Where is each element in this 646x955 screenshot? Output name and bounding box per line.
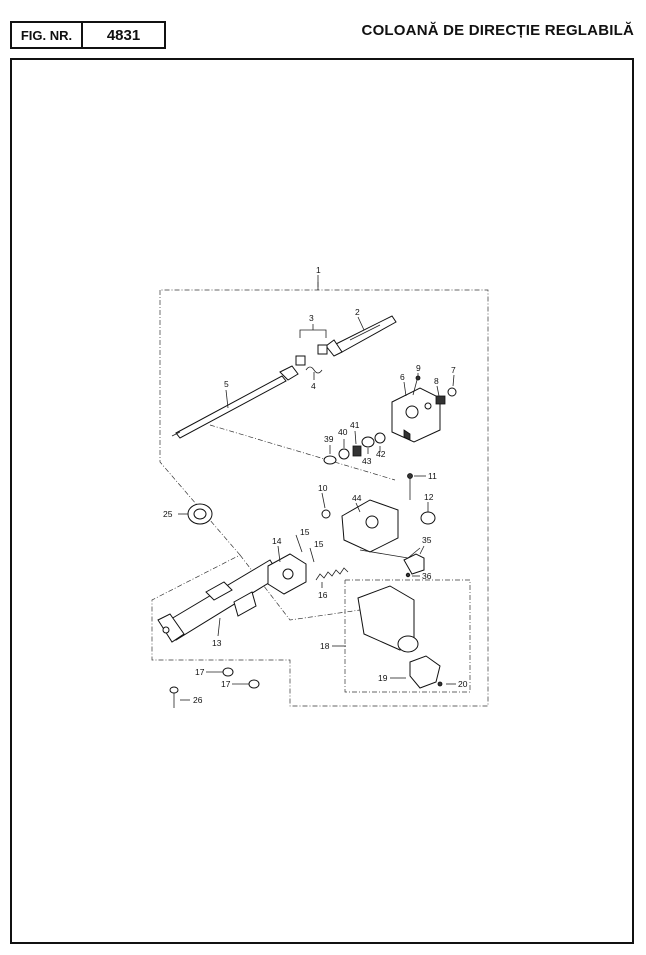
fig-number: 4831	[81, 21, 166, 49]
callout-18: 18	[320, 641, 330, 651]
callout-20: 20	[458, 679, 468, 689]
callout-39: 39	[324, 434, 334, 444]
steering-shaft-part	[171, 365, 299, 439]
callout-26: 26	[193, 695, 203, 705]
spring-part	[315, 567, 349, 581]
callout-11: 11	[428, 471, 437, 481]
callout-40: 40	[338, 427, 348, 437]
callout-10: 10	[318, 483, 328, 493]
callout-9: 9	[416, 363, 421, 373]
callout-13: 13	[212, 638, 222, 648]
page-title: COLOANĂ DE DIRECȚIE REGLABILĂ	[361, 22, 634, 39]
callout-36: 36	[422, 571, 432, 581]
callout-15b: 15	[314, 539, 324, 549]
tilt-bracket-part	[267, 553, 307, 595]
callout-41: 41	[350, 420, 360, 430]
callout-25: 25	[163, 509, 173, 519]
ignition-lock-housing	[357, 585, 443, 689]
callout-43: 43	[362, 456, 372, 466]
diagram-frame	[10, 58, 634, 944]
callout-19: 19	[378, 673, 388, 683]
fig-number-text: 4831	[106, 26, 141, 44]
column-jacket-part	[157, 559, 281, 643]
bolts-15	[295, 534, 315, 563]
washer-stack	[323, 432, 386, 465]
bearing-part	[187, 503, 213, 525]
callout-6: 6	[400, 372, 405, 382]
fig-label-text: FIG. NR.	[20, 27, 73, 43]
callout-16: 16	[318, 590, 328, 600]
callout-42: 42	[376, 449, 386, 459]
callout-17b: 17	[221, 679, 231, 689]
callout-12: 12	[424, 492, 434, 502]
callout-35: 35	[422, 535, 432, 545]
cap-parts	[403, 511, 436, 578]
callout-4: 4	[311, 381, 316, 391]
upper-shaft-part	[325, 315, 397, 357]
callout-2: 2	[355, 307, 360, 317]
lock-bracket-part	[321, 473, 421, 559]
joint-pieces	[295, 344, 328, 374]
leader-lines	[178, 275, 456, 701]
callout-5: 5	[224, 379, 229, 389]
callout-3: 3	[309, 313, 314, 323]
callout-8: 8	[434, 376, 439, 386]
callout-17a: 17	[195, 667, 205, 677]
callout-1: 1	[316, 265, 321, 275]
callout-7: 7	[451, 365, 456, 375]
lower-fasteners	[169, 667, 260, 708]
callout-15a: 15	[300, 527, 310, 537]
callout-14: 14	[272, 536, 282, 546]
callout-44: 44	[352, 493, 362, 503]
callout-labels: 1 2 3 4 5 6 7 8 9 10 11 12 13 14 15 15 1…	[163, 265, 468, 705]
upper-bracket-part	[391, 387, 441, 443]
